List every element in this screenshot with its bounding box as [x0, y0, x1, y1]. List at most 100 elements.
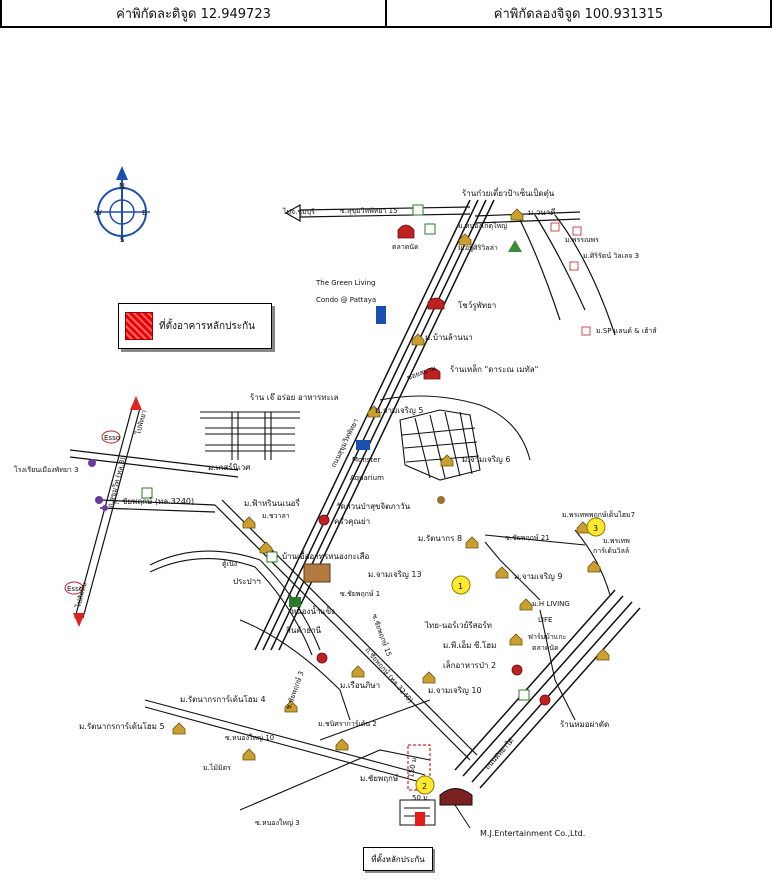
latitude-cell: ค่าพิกัดละติจูด 12.949723 — [0, 0, 385, 26]
house-icon — [335, 738, 349, 751]
label-talad: ตลาดนัด — [392, 243, 419, 251]
compass-icon: N S E W — [94, 166, 150, 244]
label-nongyai10: ซ.หนองใหญ่ 10 — [225, 733, 274, 742]
house-icon — [242, 748, 256, 761]
street-grid-left — [200, 411, 300, 460]
svg-text:Esso: Esso — [104, 434, 120, 442]
condo-icon — [376, 306, 386, 324]
house-icon — [587, 560, 601, 573]
factory-icon — [289, 597, 301, 607]
svg-text:3: 3 — [593, 524, 598, 533]
label-ban: ตู้เนิง — [222, 560, 237, 568]
info-icon — [102, 505, 108, 511]
label-show-pattaya: โชว์รูพัทยา — [458, 300, 496, 311]
village-building-icon — [303, 563, 331, 583]
marker-3[interactable]: 3 — [586, 517, 606, 537]
label-m-yusiri: ม.อยู่ศิริวิลล่า — [458, 244, 498, 252]
house-icon — [242, 516, 256, 529]
svg-text:Esso: Esso — [67, 585, 83, 593]
label-pratuna: ประปาฯ — [233, 577, 261, 586]
label-m-wanadi: ม.วนาดี — [528, 208, 555, 217]
flag-icon — [88, 459, 96, 467]
label-restaurant-seafood: ร้าน เจ๊ อร่อย อาหารทะเล — [250, 392, 339, 402]
label-kruay: ครัวคุณย่า — [334, 517, 370, 526]
arrow-up-icon — [130, 396, 142, 410]
house-icon — [411, 333, 425, 346]
legend: ที่ตั้งอาคารหลักประกัน — [118, 303, 272, 349]
label-m-chamcharoen5: ม.จามเจริญ 5 — [375, 406, 423, 415]
compass-w: W — [95, 209, 102, 217]
label-m-banlanna: ม.บ้านล้านนา — [425, 333, 473, 342]
label-to-bangla: ไปพัทยา — [133, 409, 148, 437]
label-m-chamcharoen10: ม.จามเจริญ 10 — [428, 686, 482, 695]
label-m-chawala: ม.ชวาลา — [262, 512, 290, 520]
house-icon — [596, 648, 610, 661]
label-m-rattanakorn4: ม.รัตนากรการ์เด้นโฮม 4 — [180, 694, 266, 704]
house-icon — [172, 722, 186, 735]
marker-1[interactable]: 1 — [451, 575, 471, 595]
seven-eleven-icon — [141, 204, 530, 701]
label-lek2: เล็กอาหารป่า 2 — [443, 660, 496, 670]
house-icon — [440, 454, 454, 467]
aquarium-icon — [356, 440, 370, 450]
label-m-nongkhet: ม.หนองเกตุใหญ่ — [458, 221, 507, 230]
street-grid-right — [379, 395, 531, 481]
svg-text:2: 2 — [422, 782, 427, 791]
label-restaurant-top: ร้านก๋วยเตี๋ยวป้าเซ็นเป็ดตุ๋น — [462, 187, 555, 198]
house-icon — [351, 665, 365, 678]
label-m-chaiyaphruek: ม.ชัยพฤกษ์ — [360, 773, 398, 783]
compass-n: N — [119, 182, 125, 191]
label-m-chamcharoen6: ม.จามเจริญ 6 — [462, 455, 510, 464]
label-ban-ua: บ้านเอื้ออาทรหนองกะเสือ — [282, 550, 369, 561]
label-talad2: ตลาดนัด — [532, 644, 559, 652]
marker-2[interactable]: 2 — [415, 775, 435, 795]
road-left — [69, 407, 239, 619]
restaurant-icon — [511, 664, 523, 676]
house-icon — [367, 405, 381, 418]
label-to-jomtien: ไปจ.ชุมบุรี — [282, 207, 315, 216]
label-m-phrukthai2: ม.พรเทพ — [603, 537, 630, 545]
road-chaiyaphruek — [99, 499, 478, 761]
label-farm: ฟาร์มม้าแกะ — [528, 633, 567, 641]
label-sindam: สินค้าธานี — [286, 626, 322, 635]
house-icon — [510, 208, 524, 221]
legend-swatch-icon — [125, 312, 153, 340]
label-shop-bottom: ร้านหมอผ่าตัด — [560, 720, 609, 729]
coordinate-header: ค่าพิกัดละติจูด 12.949723 ค่าพิกัดลองจิจ… — [0, 0, 772, 28]
label-m-pm: ม.พี.เอ็ม ซี.โฮม — [443, 640, 496, 650]
label-mj: M.J.Entertainment Co.,Ltd. — [480, 829, 585, 838]
village-icon — [550, 222, 591, 336]
label-wat: วัดสวนป่าสุขจิตภาวัน — [336, 502, 411, 511]
temple-icon — [437, 496, 445, 504]
label-m-rattanakorn5: ม.รัตนากรการ์เด้นโฮม 5 — [79, 721, 165, 731]
label-condo: Condo @ Pattaya — [316, 296, 376, 304]
label-m-phrukthai: ม.พรเทพพฤกษ์เด็นไฮม7 — [562, 510, 635, 519]
label-m-chamcharoen13: ม.จามเจริญ 13 — [368, 570, 422, 579]
label-m-sapphire: ม.พรรณพร — [565, 236, 599, 244]
restaurant-icon — [539, 694, 551, 706]
road-top — [284, 203, 616, 336]
svg-text:1: 1 — [458, 582, 463, 591]
label-road-chaiyaphruek: ถ. ชัยพฤกษ์ (ทล.3240) — [112, 496, 194, 506]
compass-s: S — [120, 236, 125, 244]
label-garden: การ์เด้นวิลล์ — [593, 547, 629, 555]
house-icon — [519, 598, 533, 611]
house-icon — [465, 536, 479, 549]
label-m-kesniwet: ม.เกสร์นิเวศ — [208, 462, 250, 472]
info-icon — [95, 496, 103, 504]
label-m-fahrinnai: ม.ฟ้าหรินนเนอรี่ — [244, 497, 300, 508]
label-nongyai3: ซ.หนองใหญ่ 3 — [255, 818, 300, 827]
site-label: ที่ตั้งหลักประกัน — [363, 847, 433, 871]
house-icon — [458, 233, 472, 246]
label-m-rattanakorn8: ม.รัตนากร 8 — [418, 534, 462, 543]
house-icon — [259, 541, 273, 554]
label-aquarium: Aquarium — [350, 474, 384, 482]
esso-icon: Esso Esso — [64, 430, 121, 595]
label-m-maimitri: ม.ไม้มิตร — [203, 763, 231, 772]
longitude-cell: ค่าพิกัดลองจิจูด 100.931315 — [385, 0, 772, 26]
collateral-building-icon — [415, 812, 425, 826]
label-dist2: 50 ม. — [412, 794, 430, 802]
label-life: LIFE — [538, 616, 552, 624]
label-soi21: ซ.ชัยพฤกษ์ 21 — [505, 534, 550, 542]
